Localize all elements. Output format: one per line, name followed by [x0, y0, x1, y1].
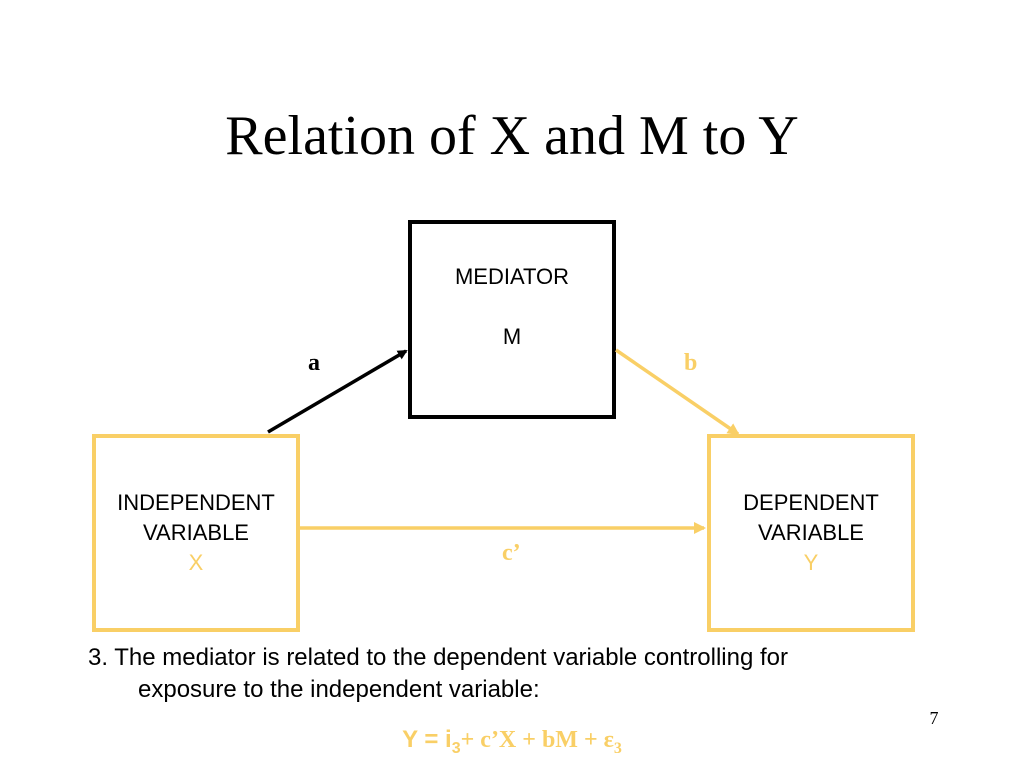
- dependent-variable-label-line1: DEPENDENT: [743, 490, 879, 515]
- independent-variable-symbol: X: [188, 550, 204, 575]
- path-b-label: b: [684, 350, 698, 376]
- equation-y-part: Y = i: [402, 726, 452, 753]
- path-c-prime-label: c’: [502, 540, 521, 566]
- path-a-arrow: [267, 349, 408, 434]
- mediator-box: [408, 220, 616, 419]
- independent-variable-box: [92, 434, 300, 632]
- independent-variable-label-line2: VARIABLE: [143, 520, 249, 545]
- dependent-variable-box: [707, 434, 915, 632]
- page-number: 7: [929, 708, 939, 728]
- body-line-1: 3. The mediator is related to the depend…: [88, 644, 788, 671]
- path-b-arrow: [615, 348, 740, 436]
- independent-variable-label-group: INDEPENDENT VARIABLE X: [94, 488, 298, 578]
- independent-variable-label-line1: INDEPENDENT: [117, 490, 275, 515]
- mediator-label-group: MEDIATOR M: [410, 262, 614, 352]
- dependent-variable-label-line2: VARIABLE: [758, 520, 864, 545]
- equation-subscript-1: 3: [451, 739, 461, 757]
- slide-title: Relation of X and M to Y: [225, 105, 799, 167]
- slide-body-text: 3. The mediator is related to the depend…: [88, 642, 948, 706]
- mediator-label: MEDIATOR: [454, 264, 570, 289]
- equation-subscript-2: 3: [613, 739, 622, 757]
- equation-mid-part: + c’X + bM + ε: [460, 727, 614, 753]
- dependent-variable-label-group: DEPENDENT VARIABLE Y: [709, 488, 913, 578]
- body-line-2: exposure to the independent variable:: [138, 676, 540, 703]
- dependent-variable-symbol: Y: [803, 550, 819, 575]
- mediator-symbol: M: [502, 324, 522, 349]
- regression-equation: Y = i3+ c’X + bM + ε3: [0, 726, 1024, 758]
- path-a-label: a: [308, 350, 320, 376]
